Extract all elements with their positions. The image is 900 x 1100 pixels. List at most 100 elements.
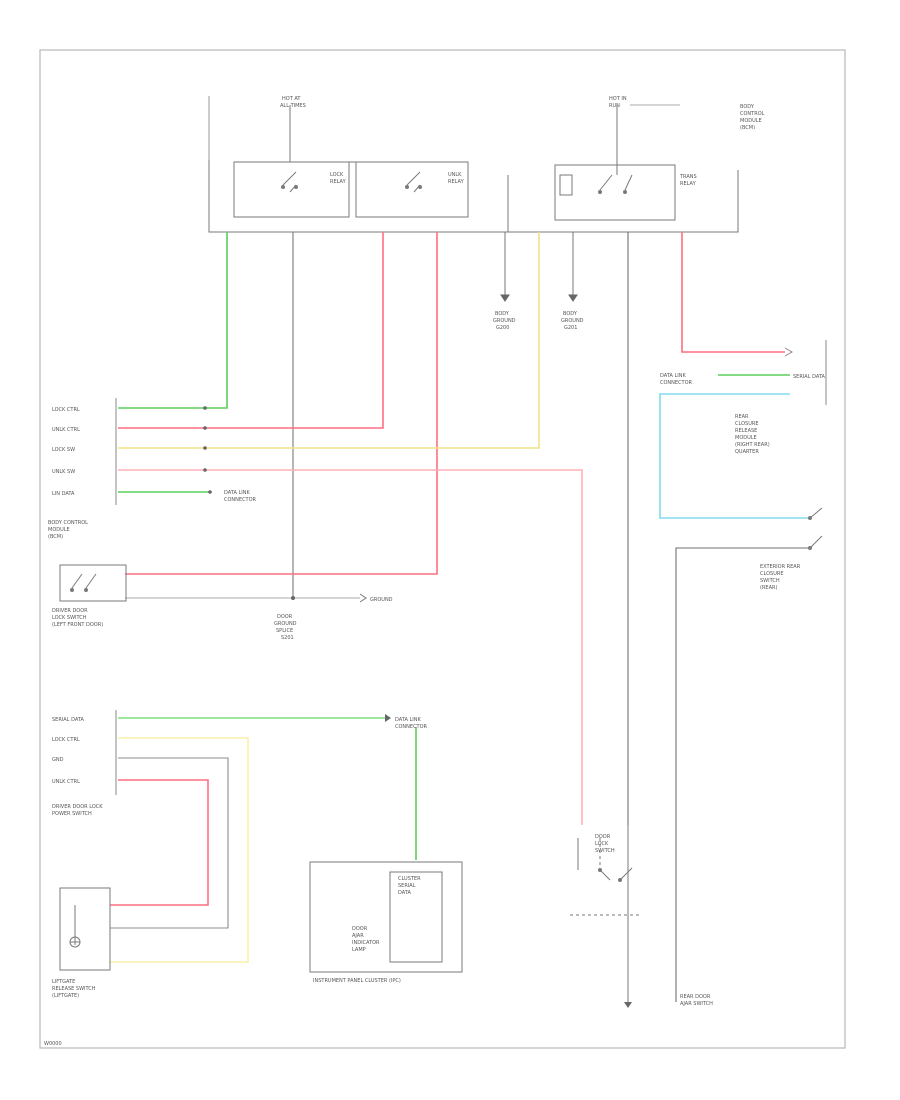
svg-text:GROUND: GROUND	[370, 597, 393, 603]
wire-green-serial	[118, 232, 228, 409]
liftgate-switch	[59, 887, 111, 971]
svg-text:CLUSTER: CLUSTER	[398, 876, 421, 882]
svg-text:GROUND: GROUND	[274, 621, 297, 627]
door-lock-switch-labels: DRIVER DOOR LOCK SWITCH (LEFT FRONT DOOR…	[52, 608, 103, 628]
svg-text:CONNECTOR: CONNECTOR	[224, 497, 257, 503]
svg-text:SERIAL DATA: SERIAL DATA	[52, 717, 85, 723]
svg-text:DRIVER DOOR LOCK: DRIVER DOOR LOCK	[52, 804, 103, 810]
ipc-labels: CLUSTER SERIAL DATA DOOR AJAR INDICATOR …	[313, 876, 421, 984]
liftgate-switch-labels: LIFTGATE RELEASE SWITCH (LIFTGATE)	[52, 979, 96, 999]
svg-text:CONNECTOR: CONNECTOR	[660, 380, 693, 386]
svg-text:CONTROL: CONTROL	[740, 111, 765, 117]
right-door-switch	[570, 825, 640, 1002]
svg-text:LAMP: LAMP	[352, 947, 366, 953]
svg-text:BODY: BODY	[563, 311, 578, 317]
svg-text:DATA: DATA	[398, 890, 411, 896]
wire-yellow-lower	[110, 737, 249, 963]
connector-arrow: DATA LINK CONNECTOR	[385, 714, 428, 730]
wire-gray-lower-loop	[110, 757, 229, 929]
wire-cyan	[659, 393, 810, 519]
svg-text:DOOR: DOOR	[277, 614, 293, 620]
splice-dots	[203, 406, 212, 494]
top-module-labels: HOT AT ALL TIMES HOT IN RUN BODY CONTROL…	[280, 96, 765, 187]
svg-text:SWITCH: SWITCH	[595, 848, 615, 854]
svg-text:INSTRUMENT PANEL CLUSTER (IPC): INSTRUMENT PANEL CLUSTER (IPC)	[313, 978, 401, 984]
svg-text:CLOSURE: CLOSURE	[760, 571, 784, 577]
svg-text:GROUND: GROUND	[493, 318, 516, 324]
right-door-switch-labels: DOOR LOCK SWITCH	[595, 834, 615, 854]
svg-text:SERIAL DATA: SERIAL DATA	[793, 374, 826, 380]
svg-text:GROUND: GROUND	[561, 318, 584, 324]
door-lock-switch	[59, 564, 127, 602]
lock-power-switch-connector: SERIAL DATA LOCK CTRL GND UNLK CTRL DRIV…	[52, 710, 117, 817]
svg-text:(BCM): (BCM)	[48, 534, 63, 540]
svg-text:RELAY: RELAY	[330, 179, 347, 185]
wire-pink-right	[681, 232, 785, 353]
svg-text:LOCK: LOCK	[330, 172, 344, 178]
top-module	[208, 96, 739, 233]
svg-text:HOT IN: HOT IN	[609, 96, 627, 102]
svg-text:AJAR: AJAR	[352, 933, 364, 939]
svg-text:DRIVER DOOR: DRIVER DOOR	[52, 608, 88, 614]
svg-text:EXTERIOR REAR: EXTERIOR REAR	[760, 564, 801, 570]
right-module	[784, 340, 827, 405]
svg-text:LOCK CTRL: LOCK CTRL	[52, 407, 80, 413]
svg-text:RELEASE: RELEASE	[735, 428, 757, 434]
svg-text:(LEFT FRONT DOOR): (LEFT FRONT DOOR)	[52, 622, 103, 628]
ground-c: GROUND	[359, 593, 393, 603]
ground-labels: BODY GROUND G200 BODY GROUND G201	[493, 311, 584, 331]
svg-text:RELEASE SWITCH: RELEASE SWITCH	[52, 986, 96, 992]
instrument-panel-cluster	[309, 861, 463, 973]
svg-text:LOCK SW: LOCK SW	[52, 447, 75, 453]
bcm-connector: LOCK CTRL UNLK CTRL LOCK SW UNLK SW LIN …	[48, 398, 117, 540]
svg-text:UNLK CTRL: UNLK CTRL	[52, 779, 80, 785]
wires	[110, 232, 810, 1002]
svg-text:CONNECTOR: CONNECTOR	[395, 724, 428, 730]
svg-text:REAR DOOR: REAR DOOR	[680, 994, 711, 1000]
svg-text:RELAY: RELAY	[448, 179, 465, 185]
ground-symbol-2	[568, 232, 578, 302]
svg-text:LOCK SWITCH: LOCK SWITCH	[52, 615, 87, 621]
diagram-frame	[39, 49, 846, 1049]
svg-text:INDICATOR: INDICATOR	[352, 940, 380, 946]
svg-text:(REAR): (REAR)	[760, 585, 777, 591]
svg-text:LIN DATA: LIN DATA	[52, 491, 75, 497]
svg-text:DATA LINK: DATA LINK	[224, 490, 250, 496]
svg-text:CLOSURE: CLOSURE	[735, 421, 759, 427]
wire-pink-lower	[110, 779, 209, 906]
svg-text:G201: G201	[564, 325, 577, 331]
svg-text:DOOR: DOOR	[352, 926, 368, 932]
svg-text:SWITCH: SWITCH	[760, 578, 780, 584]
svg-text:DATA LINK: DATA LINK	[660, 373, 686, 379]
rear-closure-switch	[808, 507, 823, 550]
svg-text:ALL TIMES: ALL TIMES	[280, 103, 306, 109]
wire-yellow	[118, 232, 540, 449]
svg-text:MODULE: MODULE	[735, 435, 757, 441]
right-module-labels: SERIAL DATA REAR CLOSURE RELEASE MODULE …	[660, 373, 826, 455]
svg-text:BODY CONTROL: BODY CONTROL	[48, 520, 88, 526]
svg-text:SERIAL: SERIAL	[398, 883, 416, 889]
svg-text:MODULE: MODULE	[48, 527, 70, 533]
svg-text:UNLK: UNLK	[448, 172, 462, 178]
wire-pink-door	[118, 469, 583, 825]
svg-text:SPLICE: SPLICE	[276, 628, 293, 634]
svg-text:MODULE: MODULE	[740, 118, 762, 124]
ground-symbol-3	[624, 1002, 632, 1008]
wire-pink-lock	[118, 232, 384, 429]
svg-text:REAR: REAR	[735, 414, 749, 420]
wire-pink-unlock	[125, 232, 438, 575]
svg-text:(BCM): (BCM)	[740, 125, 755, 131]
svg-text:HOT AT: HOT AT	[282, 96, 301, 102]
svg-text:G200: G200	[496, 325, 509, 331]
svg-text:BODY: BODY	[740, 104, 755, 110]
svg-text:S201: S201	[281, 635, 294, 641]
rear-ajar-labels: REAR DOOR AJAR SWITCH	[680, 994, 713, 1007]
svg-text:LOCK: LOCK	[595, 841, 609, 847]
data-link-connector: DATA LINK CONNECTOR	[224, 490, 257, 503]
svg-text:QUARTER: QUARTER	[735, 449, 759, 455]
ground-symbol-1	[500, 232, 510, 302]
svg-text:LOCK CTRL: LOCK CTRL	[52, 737, 80, 743]
svg-text:GND: GND	[52, 757, 64, 763]
svg-text:(LIFTGATE): (LIFTGATE)	[52, 993, 79, 999]
